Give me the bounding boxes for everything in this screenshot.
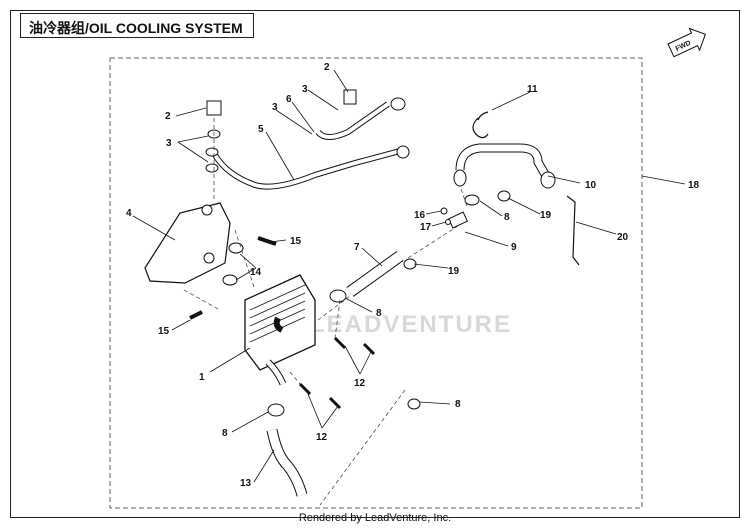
banjo-bolt-part [343,89,357,105]
callout-2-top: 2 [324,62,330,73]
callout-19-right: 19 [540,210,552,221]
small-washer-part [440,207,448,215]
callout-3-top: 3 [302,84,308,95]
callout-12-right: 12 [354,378,366,389]
page-title: 油冷器组/OIL COOLING SYSTEM [29,20,243,36]
title-box: 油冷器组/OIL COOLING SYSTEM [20,13,254,38]
assembly-boundary [109,57,643,509]
fwd-arrow-icon: FWD [667,27,707,58]
callout-15-right: 15 [290,236,302,247]
cooler-bolt-part [298,336,376,410]
assembly-guide-lines [183,118,468,506]
leader-lines [132,69,686,483]
callout-15-left: 15 [158,326,170,337]
callout-14: 14 [250,267,262,278]
callout-9: 9 [511,242,517,253]
wire-clip-part [566,195,580,266]
callout-8-bottom-left: 8 [222,428,228,439]
callout-1: 1 [199,372,205,383]
callout-20: 20 [617,232,629,243]
callout-3-left: 3 [166,138,172,149]
callout-16: 16 [414,210,426,221]
callout-8-bottom-right: 8 [455,399,461,410]
callout-2-left: 2 [165,111,171,122]
oil-cooler-part [244,274,316,386]
callout-17: 17 [420,222,432,233]
callout-4: 4 [126,208,132,219]
watermark: LEADVENTURE [310,311,512,338]
footer-credit: Rendered by LeadVenture, Inc. [298,512,452,524]
callout-7: 7 [354,242,360,253]
callout-8-right: 8 [504,212,510,223]
callout-11: 11 [527,84,538,95]
callout-8-middle: 8 [376,308,382,319]
o-ring-part [228,242,244,254]
hose-clip-part [472,111,489,139]
callout-6: 6 [286,94,292,105]
drawing-frame [10,10,740,518]
banjo-bolt-part-left [206,100,222,116]
callout-13: 13 [240,478,252,489]
flange-bolt-part [257,236,277,246]
callout-12-left: 12 [316,432,328,443]
t-fitting-part [447,211,469,229]
callout-10: 10 [585,180,597,191]
hose-clamp-part [329,289,347,303]
callout-19-left: 19 [448,266,460,277]
callout-5: 5 [258,124,264,135]
callout-18: 18 [688,180,700,191]
callout-3-middle: 3 [272,102,278,113]
mounting-bracket-part [144,202,231,284]
